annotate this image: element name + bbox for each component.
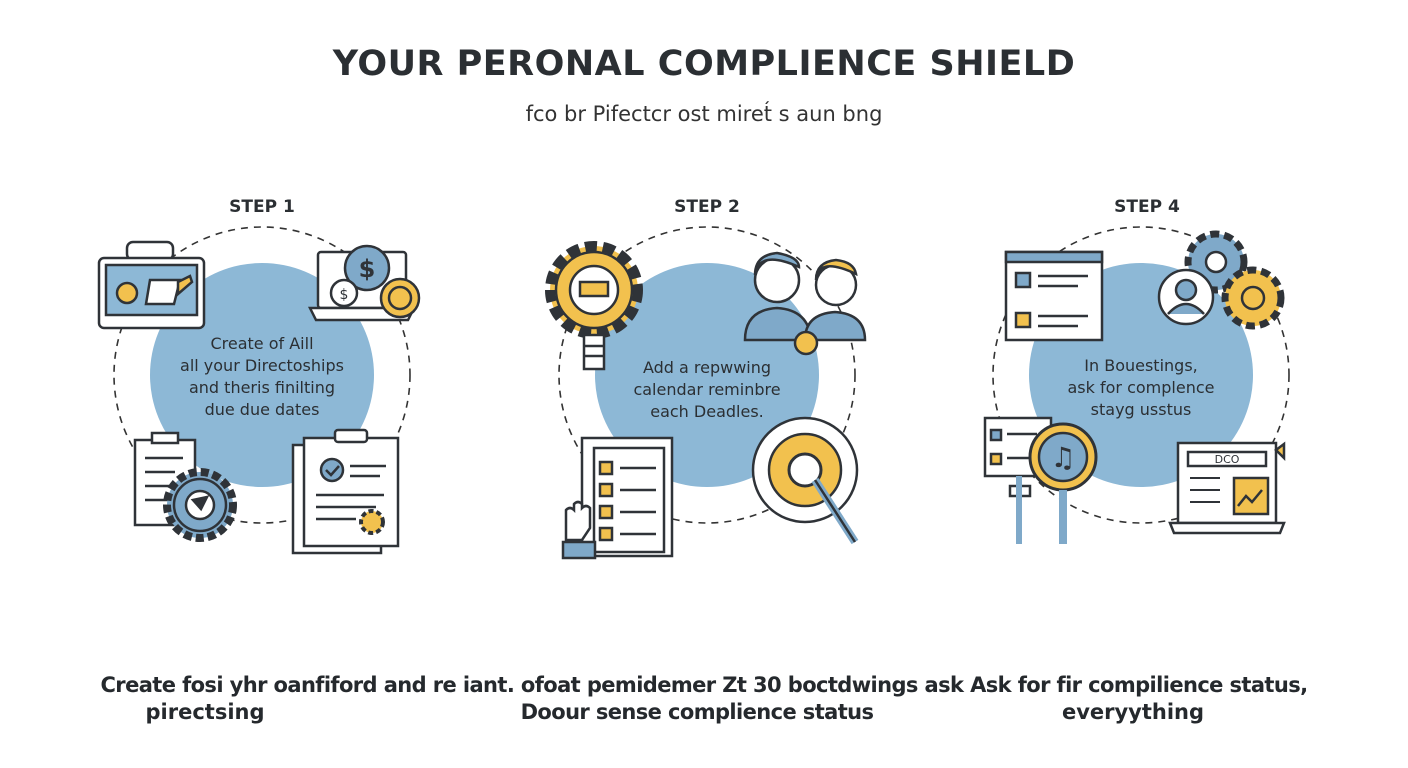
step-3-text-line: stayg usstus: [1090, 400, 1192, 419]
gears-user-icon: [1157, 230, 1285, 330]
step-1-text-line: due due dates: [204, 400, 320, 419]
step-2-text-line: Add a repwwing: [642, 358, 772, 377]
footer-line-2-center: Doour sense complience status: [520, 700, 874, 724]
step-2-text-line: calendar reminbre: [633, 380, 781, 399]
step-3-text-line: In Bouestings,: [1084, 356, 1198, 375]
step-1-text: Create of Aill all your Directoships and…: [142, 333, 382, 421]
step-1-text-line: all your Directoships: [180, 356, 344, 375]
people-icon: [743, 251, 867, 356]
dashed-ring: [558, 226, 856, 524]
clipboard-gear-icon: [133, 431, 237, 542]
dashed-ring: [992, 226, 1290, 524]
gear-bulb-icon: [545, 241, 643, 371]
footer-line-1: Create fosi yhr oanfiford and re iant. o…: [100, 673, 1309, 697]
step-3-text: In Bouestings, ask for complence stayg u…: [1021, 355, 1261, 421]
step-1: STEP 1 $ $: [97, 197, 421, 555]
step-3-label: STEP 4: [1114, 197, 1180, 217]
document-check-icon: [291, 428, 400, 555]
footer-line-2-left: pirectsing: [145, 700, 265, 724]
footer-line-2-right: everyything: [1061, 700, 1205, 724]
page-title: YOUR PERONAL COMPLIENCE SHIELD: [332, 44, 1076, 84]
board-magnifier-icon: ♫: [983, 416, 1098, 544]
svg-text:♫: ♫: [1050, 441, 1075, 474]
step-1-text-line: Create of Aill: [210, 334, 314, 353]
laptop-screen-text: DCO: [1215, 453, 1240, 466]
step-3-text-line: ask for complence: [1067, 378, 1215, 397]
monitor-icon: [97, 240, 206, 330]
step-2: STEP 2: [545, 197, 867, 560]
svg-text:$: $: [340, 287, 349, 303]
laptop-chart-icon: DCO: [1168, 441, 1286, 535]
svg-text:$: $: [359, 255, 376, 283]
step-2-text: Add a repwwing calendar reminbre each De…: [587, 357, 827, 423]
step-2-text-line: each Deadles.: [650, 402, 764, 421]
checklist-hand-icon: [561, 436, 674, 560]
laptop-dollar-icon: $ $: [307, 244, 421, 322]
step-3: STEP 4 ♫: [983, 197, 1290, 544]
step-1-text-line: and theris finilting: [188, 378, 335, 397]
dashed-ring: [113, 226, 411, 524]
page-subtitle: fco br Pifectcr ost miret́ s aun bng: [525, 102, 883, 126]
step-1-label: STEP 1: [229, 197, 295, 217]
target-magnifier-icon: [751, 416, 859, 545]
browser-checklist-icon: [1004, 250, 1104, 342]
step-2-label: STEP 2: [674, 197, 740, 217]
